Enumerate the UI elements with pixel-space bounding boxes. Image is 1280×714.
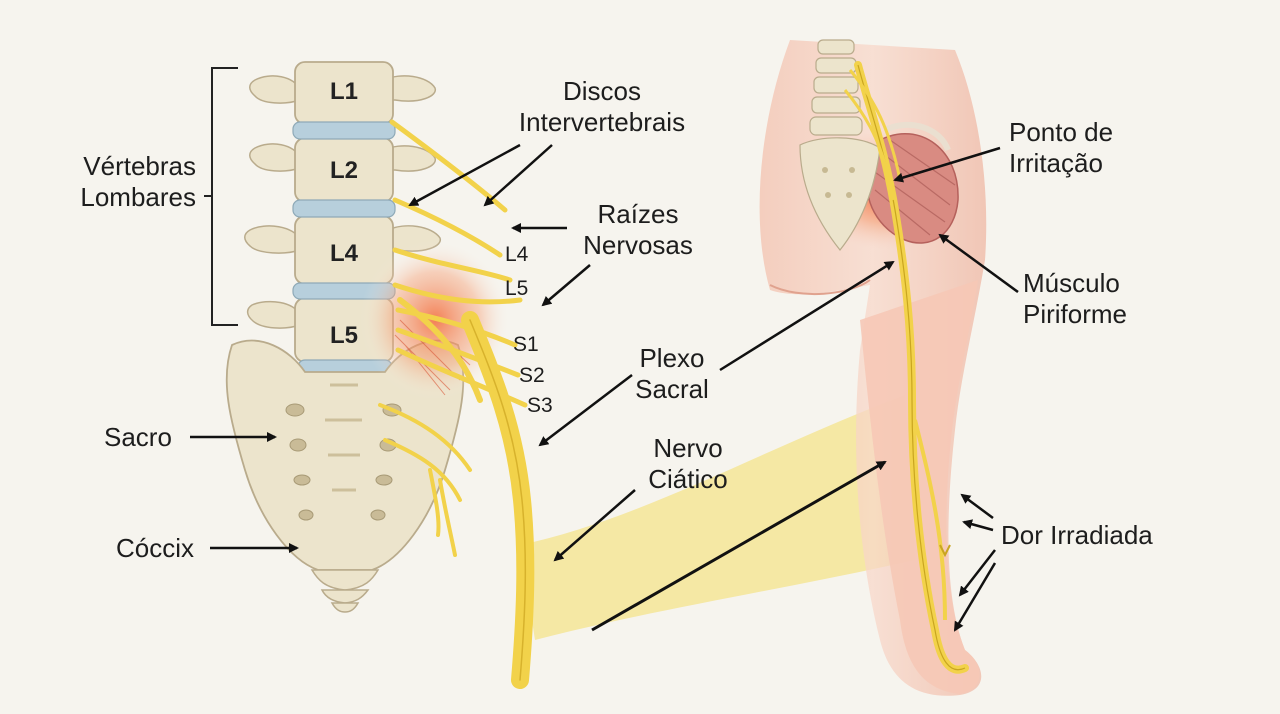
label-ponto-irritacao: Ponto de Irritação [1009, 117, 1114, 178]
nerve-roots [378, 119, 535, 689]
body-figure [759, 39, 987, 696]
vertebra-label-l2: L2 [329, 157, 358, 184]
vertebra-label-l4: L4 [329, 240, 358, 267]
label-raizes-nervosas: Raízes Nervosas [583, 199, 693, 260]
label-musculo-piriforme: Músculo Piriforme [1023, 268, 1128, 329]
nerve-root-label-l5: L5 [505, 277, 529, 300]
label-plexo-sacral: Plexo Sacral [635, 343, 709, 404]
connector-band [520, 395, 915, 640]
vertebra-label-l1: L1 [329, 78, 358, 105]
nerve-root-label-s2: S2 [519, 364, 545, 387]
label-vertebras-lombares: Vértebras Lombares [80, 151, 196, 212]
label-dor-irradiada: Dor Irradiada [1001, 520, 1153, 550]
arrows [190, 143, 1019, 632]
vertebra-label-l5: L5 [329, 322, 358, 349]
label-sacro: Sacro [104, 422, 172, 452]
label-coccix: Cóccix [116, 533, 195, 563]
nerve-root-label-s3: S3 [527, 394, 553, 417]
lumbar-bracket [204, 67, 238, 326]
label-nervo-ciatico: Nervo Ciático [648, 433, 728, 494]
nerve-root-label-l4: L4 [505, 243, 529, 266]
nerve-root-label-s1: S1 [513, 333, 539, 356]
lumbar-spine [225, 61, 465, 613]
label-discos-intervertebrais: Discos Intervertebrais [518, 76, 686, 137]
